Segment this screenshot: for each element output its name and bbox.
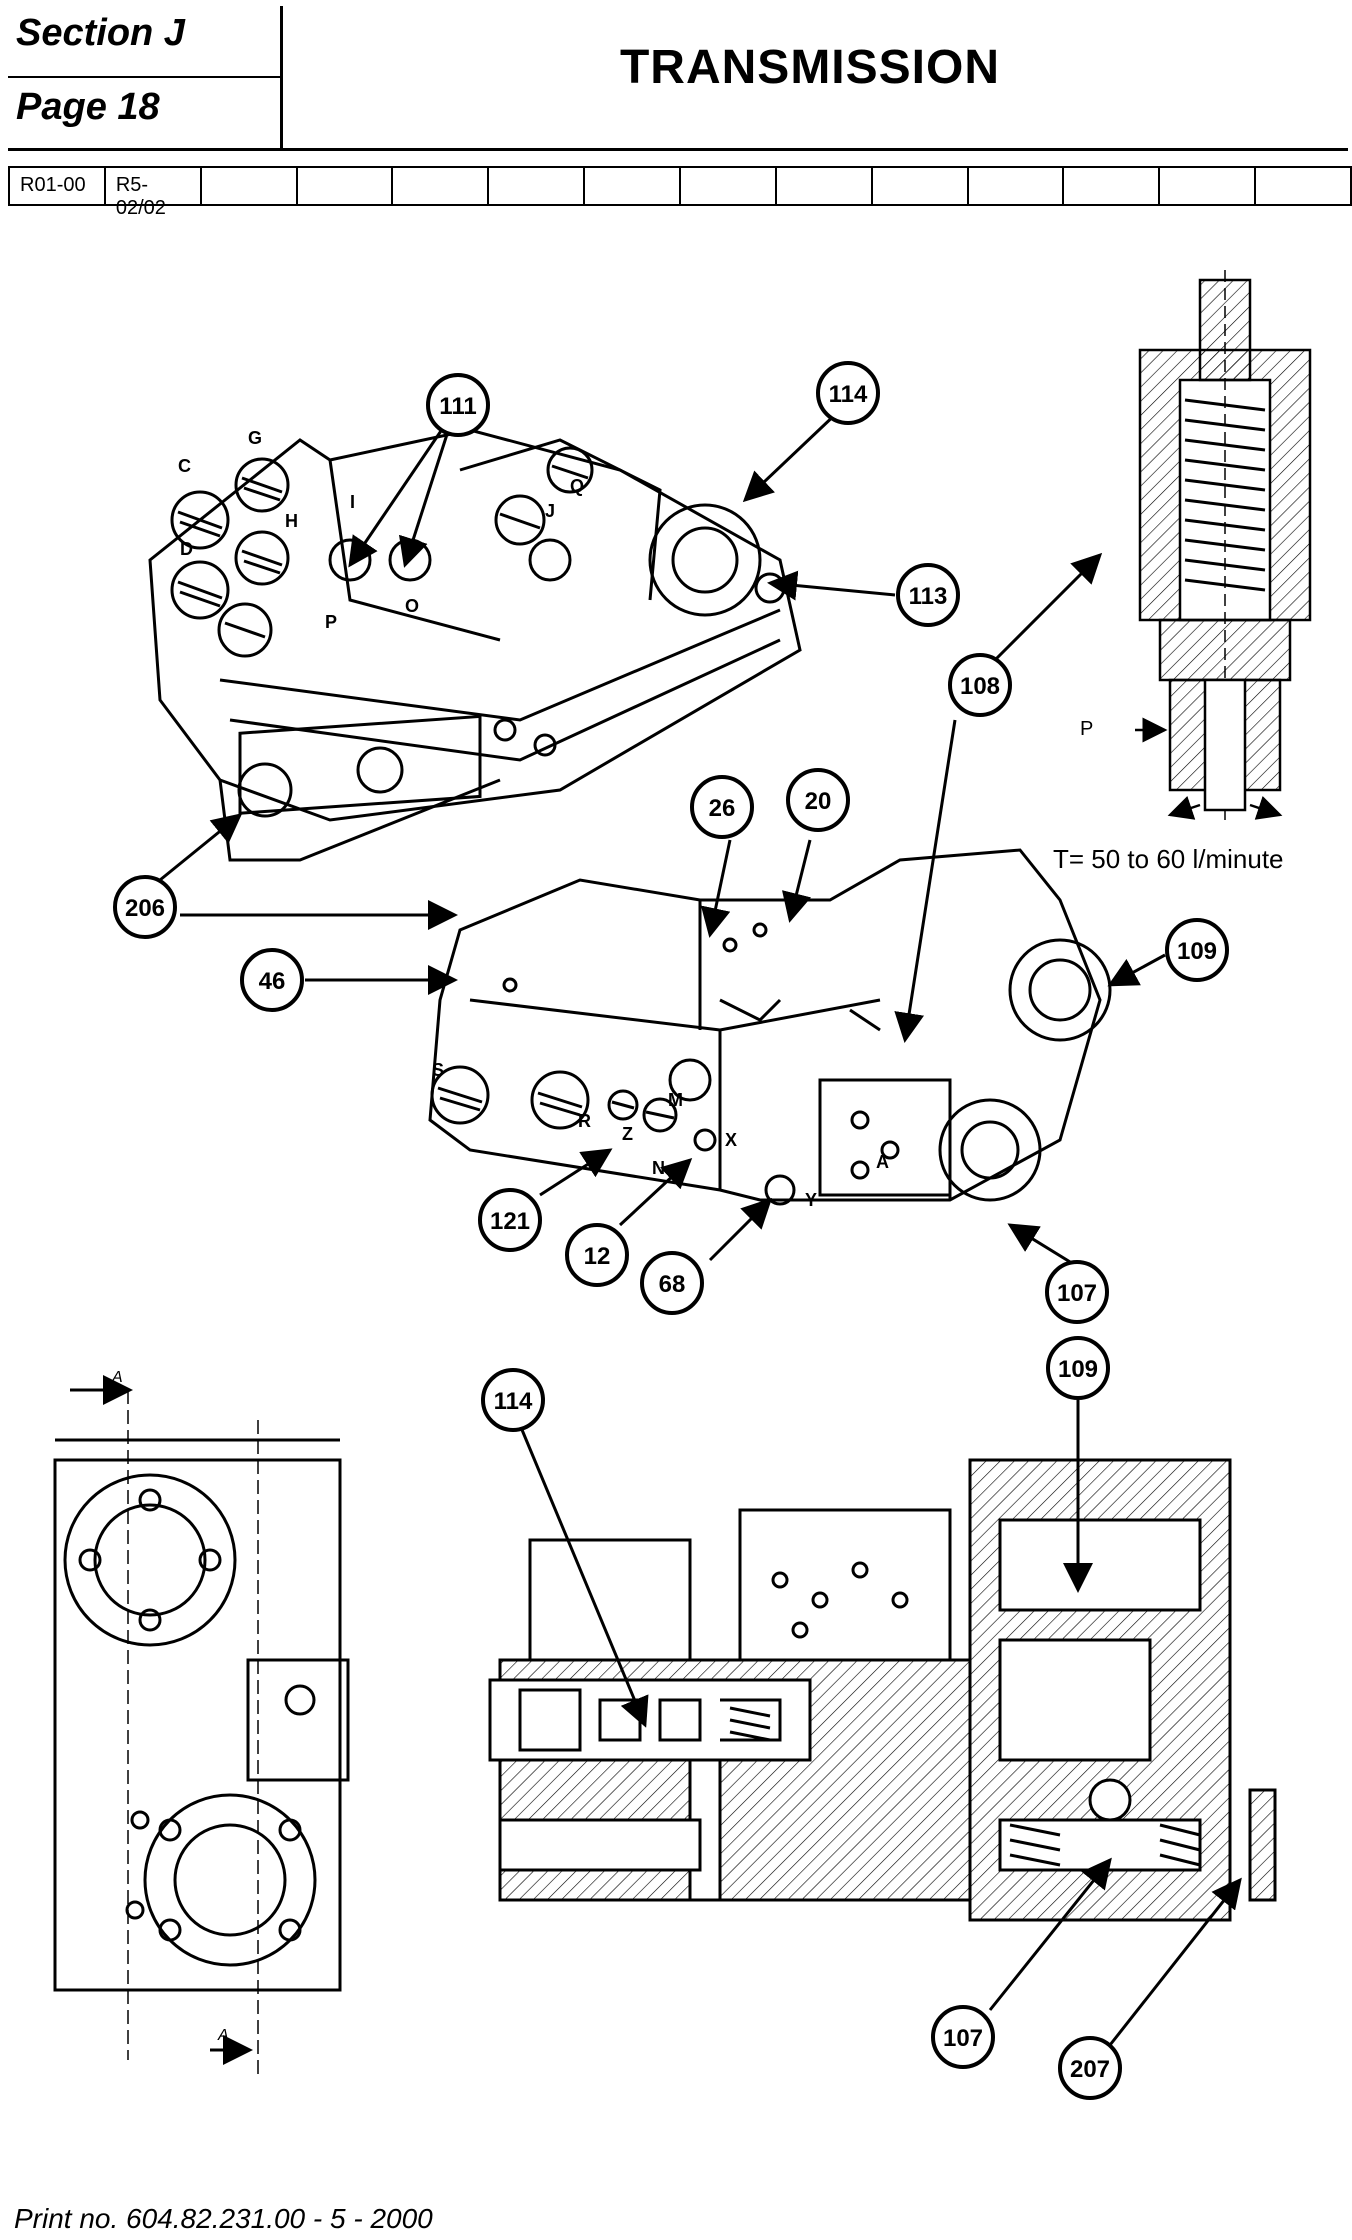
revision-cell [298, 168, 394, 204]
svg-text:26: 26 [709, 795, 736, 822]
svg-text:111: 111 [439, 393, 476, 420]
revision-cell [202, 168, 298, 204]
svg-text:109: 109 [1177, 938, 1217, 965]
svg-text:107: 107 [1057, 1280, 1097, 1307]
svg-text:114: 114 [494, 1388, 533, 1415]
revision-cell [489, 168, 586, 204]
callout-114-top: 114 [816, 361, 880, 425]
port-letter: P [325, 612, 337, 632]
header-divider [8, 76, 280, 78]
header-left-box [8, 6, 283, 148]
callout-107-bottom: 107 [931, 2005, 995, 2069]
callout-207: 207 [1058, 2036, 1122, 2100]
revision-cell [681, 168, 777, 204]
port-letter: D [180, 539, 193, 559]
callout-46: 46 [240, 948, 304, 1012]
callout-108: 108 [948, 653, 1012, 717]
port-letter: R [578, 1111, 591, 1131]
svg-text:206: 206 [125, 895, 165, 922]
svg-text:12: 12 [584, 1243, 611, 1270]
svg-text:207: 207 [1070, 2056, 1110, 2083]
revision-cell [1160, 168, 1257, 204]
revision-cell [1064, 168, 1161, 204]
page-label: Page 18 [16, 86, 160, 128]
callout-121: 121 [478, 1188, 542, 1252]
callout-107-mid: 107 [1045, 1260, 1109, 1324]
revision-cell [873, 168, 969, 204]
svg-text:108: 108 [960, 673, 1000, 700]
port-letter: H [285, 511, 298, 531]
callout-111: 111 [426, 373, 490, 437]
callout-109-bottom: 109 [1046, 1336, 1110, 1400]
header-rule [8, 148, 1348, 151]
svg-text:68: 68 [659, 1271, 686, 1298]
port-letter: C [178, 456, 191, 476]
section-mark-bottom: A [217, 2027, 229, 2044]
revision-table: R01-00 R5-02/02 [8, 166, 1352, 219]
port-letter: Z [622, 1124, 633, 1144]
revision-cell: R5-02/02 [106, 168, 202, 219]
callout-68: 68 [640, 1251, 704, 1315]
valve-side-view [53, 1375, 350, 2080]
section-mark-top: A [111, 1369, 123, 1386]
callout-12: 12 [565, 1223, 629, 1287]
valve-detail-labels: P T= 50 to 60 l/minute [1053, 718, 1284, 874]
callout-114-bottom: 114 [481, 1368, 545, 1432]
port-letter: A [876, 1152, 889, 1172]
port-letter: I [350, 492, 355, 512]
port-letter: X [725, 1130, 737, 1150]
print-number: Print no. 604.82.231.00 - 5 - 2000 [14, 2203, 433, 2234]
callout-113: 113 [896, 563, 960, 627]
svg-text:109: 109 [1058, 1356, 1098, 1383]
revision-cell [585, 168, 682, 204]
valve-main-section [488, 1458, 1277, 1922]
svg-text:121: 121 [490, 1208, 530, 1235]
svg-text:113: 113 [909, 583, 948, 610]
page-title: TRANSMISSION [619, 41, 1000, 94]
revision-cell: R01-00 [10, 168, 106, 204]
svg-text:107: 107 [943, 2025, 983, 2052]
port-letters: C G D H I P O J Q S R Z M N X Y A [178, 428, 889, 1210]
callout-26: 26 [690, 775, 754, 839]
revision-cell [393, 168, 490, 204]
port-letter: O [405, 596, 419, 616]
svg-text:46: 46 [259, 968, 286, 995]
callouts: 111 114 113 108 206 26 20 46 [113, 361, 1229, 2100]
section-marks: A A [111, 1369, 229, 2044]
flow-rate-note: T= 50 to 60 l/minute [1053, 844, 1284, 874]
callout-109-mid: 109 [1165, 918, 1229, 982]
port-letter: G [248, 428, 262, 448]
p-port-label: P [1080, 718, 1093, 740]
port-letter: S [432, 1060, 444, 1080]
port-letter: Q [570, 476, 584, 496]
callout-20: 20 [786, 768, 850, 832]
valve-block-upper-drawing [148, 428, 802, 862]
section-label: Section J [16, 12, 185, 54]
leader-lines [159, 408, 1242, 2046]
port-letter: J [545, 501, 555, 521]
port-letter: Y [805, 1190, 817, 1210]
revision-cell [777, 168, 873, 204]
port-letter: N [652, 1158, 665, 1178]
callout-206: 206 [113, 875, 177, 939]
valve-block-middle-drawing [428, 848, 1112, 1206]
svg-text:20: 20 [805, 788, 832, 815]
relief-valve-section [1135, 270, 1312, 820]
port-letter: M [668, 1090, 683, 1110]
svg-text:114: 114 [829, 381, 868, 408]
revision-cell [969, 168, 1065, 204]
